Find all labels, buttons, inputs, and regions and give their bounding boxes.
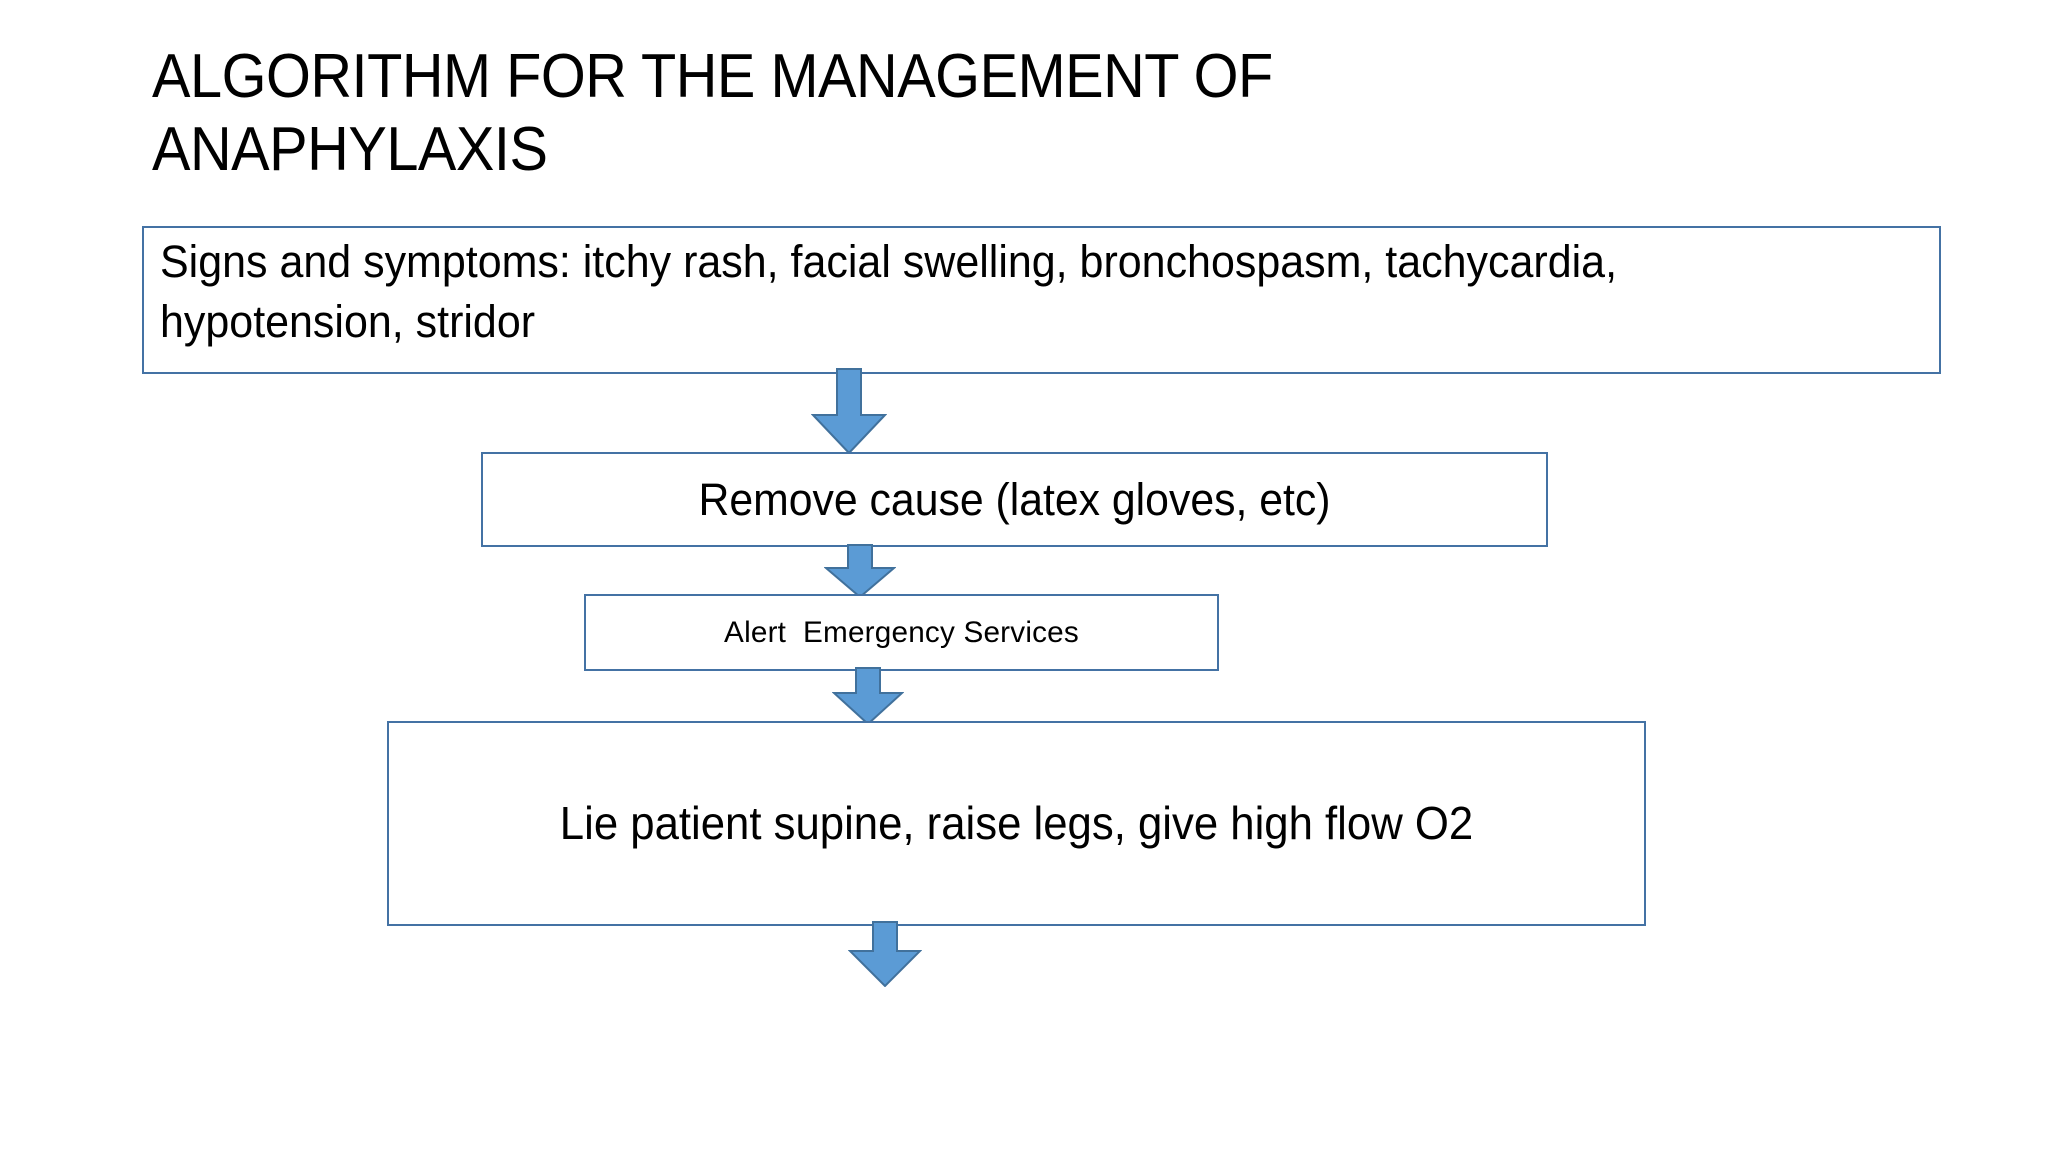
flow-node-label: Signs and symptoms: itchy rash, facial s… xyxy=(160,236,1618,347)
flow-node-label: Remove cause (latex gloves, etc) xyxy=(698,473,1331,525)
flow-node-label: Alert Emergency Services xyxy=(724,616,1079,649)
flow-node-label: Lie patient supine, raise legs, give hig… xyxy=(559,797,1474,850)
flow-node-remove-cause[interactable]: Remove cause (latex gloves, etc) xyxy=(481,452,1548,547)
flow-node-alert-emergency-services[interactable]: Alert Emergency Services xyxy=(584,594,1219,671)
down-arrow-icon xyxy=(824,544,896,598)
down-arrow-icon xyxy=(811,368,887,454)
down-arrow-icon xyxy=(832,667,904,725)
page-title: ALGORITHM FOR THE MANAGEMENT OF ANAPHYLA… xyxy=(152,42,1273,185)
flow-node-lie-patient-supine[interactable]: Lie patient supine, raise legs, give hig… xyxy=(387,721,1646,926)
down-arrow-icon xyxy=(848,921,922,987)
flow-node-signs-and-symptoms[interactable]: Signs and symptoms: itchy rash, facial s… xyxy=(142,226,1941,374)
